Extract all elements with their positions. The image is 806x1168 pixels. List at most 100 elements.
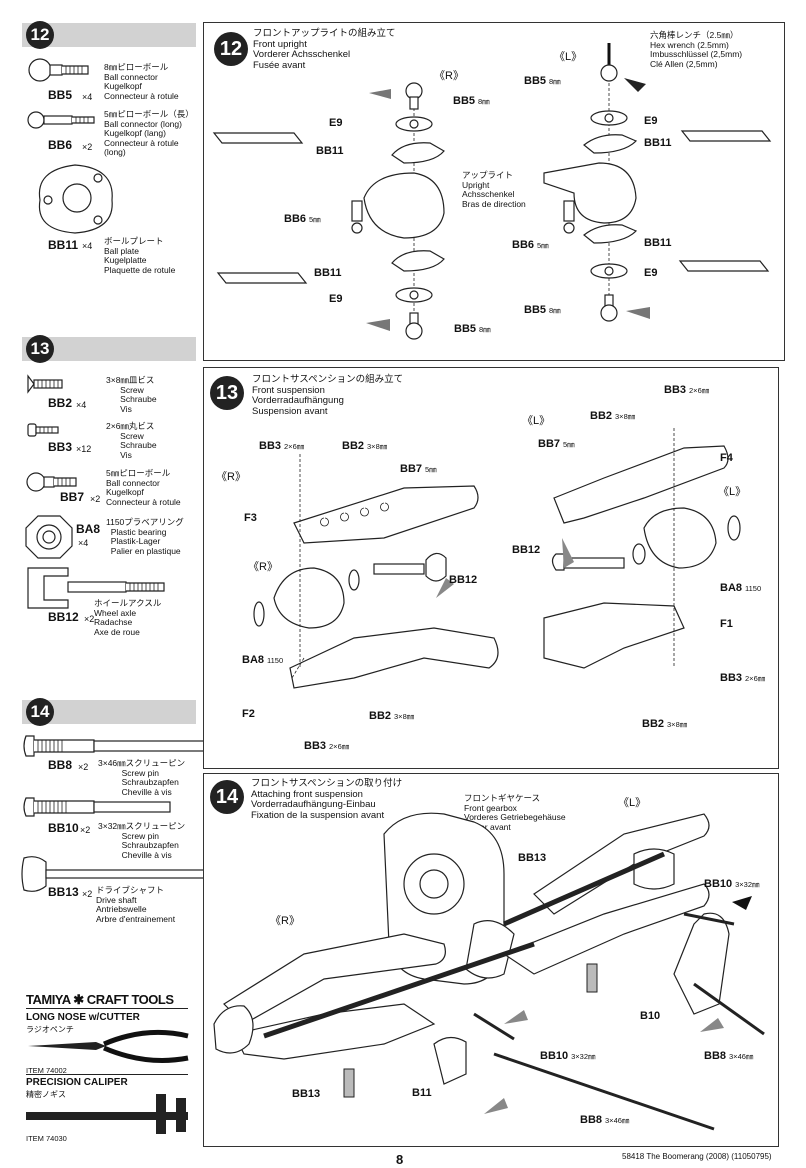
part-code: BB13 xyxy=(48,885,79,899)
precision-caliper-icon xyxy=(26,1094,188,1134)
part-description: ホイールアクスル Wheel axle Radachse Axe de roue xyxy=(94,598,162,637)
step-number: 13 xyxy=(26,335,54,363)
part-description: 5㎜ピローボール（長） Ball connector (long) Kugelk… xyxy=(104,109,194,157)
step13-assembly-diagram xyxy=(253,428,741,689)
part-description: 3×8㎜皿ビス Screw Schraube Vis xyxy=(106,375,157,414)
side-label-left: 《L》 xyxy=(618,797,647,809)
part-description: 2×6㎜丸ビス Screw Schraube Vis xyxy=(106,421,157,460)
label-BB11: BB11 xyxy=(644,237,672,249)
label-E9: E9 xyxy=(329,293,343,305)
step12-parts-header: 12 xyxy=(22,21,196,49)
divider xyxy=(26,1074,188,1075)
step-number: 14 xyxy=(26,698,54,726)
step-title: フロントサスペンションの組み立て Front suspension Vorder… xyxy=(252,374,404,417)
part-description: 3×46㎜スクリューピン Screw pin Schraubzapfen Che… xyxy=(98,758,186,797)
part-qty: ×2 xyxy=(82,142,93,152)
label-BB13: BB13 xyxy=(518,852,547,864)
part-qty: ×2 xyxy=(80,825,91,835)
screw-pin-32mm-icon xyxy=(23,797,171,817)
label-E9: E9 xyxy=(329,117,343,129)
part-description: ドライブシャフト Drive shaft Antriebswelle Arbre… xyxy=(96,885,176,924)
label-BB12: BB12 xyxy=(449,574,478,586)
part-qty: ×2 xyxy=(78,762,89,772)
part-qty: ×4 xyxy=(82,241,93,251)
part-description: 5㎜ピローボール Ball connector Kugelkopf Connec… xyxy=(106,468,181,507)
side-label-left: 《L》 xyxy=(718,486,747,498)
wheel-axle-icon xyxy=(27,567,165,609)
tool-item-number: ITEM 74002 xyxy=(26,1066,67,1075)
step13-panel: 13 フロントサスペンションの組み立て Front suspension Vor… xyxy=(203,367,779,769)
part-qty: ×2 xyxy=(82,889,93,899)
side-label-right: 《R》 xyxy=(216,471,246,483)
part-qty: ×4 xyxy=(82,92,93,102)
part-qty: ×2 xyxy=(90,494,101,504)
label-F4: F4 xyxy=(720,452,733,464)
label-B11: B11 xyxy=(412,1087,432,1099)
step14-assembly-diagram xyxy=(213,812,765,1131)
hex-wrench-note: 六角棒レンチ（2.5㎜） Hex wrench (2.5mm) Imbussch… xyxy=(650,30,743,69)
tools-brand: TAMIYA ✱ CRAFT TOOLS xyxy=(26,992,174,1007)
side-label-right: 《R》 xyxy=(270,915,300,927)
label-E9: E9 xyxy=(644,267,658,279)
divider xyxy=(26,1008,188,1009)
step-number: 12 xyxy=(214,32,248,66)
side-label-right: 《R》 xyxy=(248,561,278,573)
label-B10: B10 xyxy=(640,1010,661,1022)
step-title: フロントサスペンションの取り付け Attaching front suspens… xyxy=(251,778,403,821)
part-description: ボールプレート Ball plate Kugelplatte Plaquette… xyxy=(104,236,176,275)
upright-label: アップライト Upright Achsschenkel Bras de dire… xyxy=(462,170,526,209)
step12-assembly-diagram xyxy=(212,43,772,340)
part-code: BB11 xyxy=(48,238,79,252)
part-code: BB2 xyxy=(48,396,73,410)
tool-name: LONG NOSE w/CUTTER xyxy=(26,1012,140,1023)
step-number: 14 xyxy=(210,780,244,814)
label-BB13: BB13 xyxy=(292,1088,321,1100)
step14-panel: 14 フロントサスペンションの取り付け Attaching front susp… xyxy=(203,773,779,1147)
part-code: BB5 xyxy=(48,88,73,102)
countersunk-screw-icon xyxy=(27,374,63,394)
part-qty: ×2 xyxy=(84,614,95,624)
ball-connector-8mm-icon xyxy=(28,58,89,82)
label-BB11: BB11 xyxy=(644,137,672,149)
part-code: BB7 xyxy=(60,490,85,504)
part-code: BB10 xyxy=(48,821,79,835)
part-code: BB6 xyxy=(48,138,73,152)
part-description: 1150プラベアリング Plastic bearing Plastik-Lage… xyxy=(106,517,184,556)
tool-name-jp: 精密ノギス xyxy=(26,1090,66,1099)
part-code: BA8 xyxy=(76,522,101,536)
round-screw-icon xyxy=(27,423,59,437)
label-BB12: BB12 xyxy=(512,544,541,556)
tool-name-jp: ラジオペンチ xyxy=(26,1025,74,1034)
part-description: 3×32㎜スクリューピン Screw pin Schraubzapfen Che… xyxy=(98,821,186,860)
step-number: 12 xyxy=(26,21,54,49)
part-qty: ×4 xyxy=(78,538,89,548)
label-F2: F2 xyxy=(242,708,255,720)
label-BB11: BB11 xyxy=(316,145,344,157)
label-F3: F3 xyxy=(244,512,257,524)
screw-pin-46mm-icon xyxy=(23,735,217,757)
side-label-left: 《L》 xyxy=(522,415,551,427)
footer-reference: 58418 The Boomerang (2008) (11050795) xyxy=(622,1152,772,1161)
page-number: 8 xyxy=(396,1152,404,1167)
long-nose-pliers-icon xyxy=(28,1029,189,1063)
label-F1: F1 xyxy=(720,618,733,630)
side-label-left: 《L》 xyxy=(554,51,583,63)
part-code: BB12 xyxy=(48,610,79,624)
step-number: 13 xyxy=(210,376,244,410)
